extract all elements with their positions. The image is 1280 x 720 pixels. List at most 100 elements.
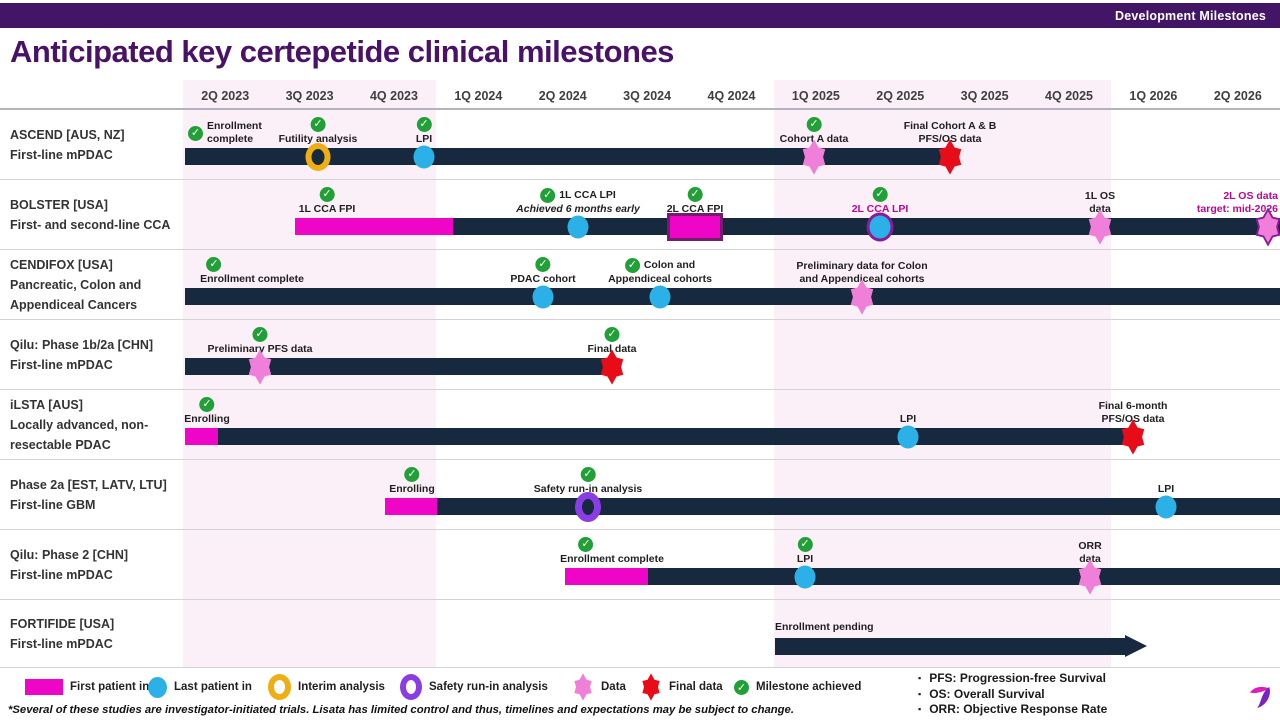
interim-analysis-icon xyxy=(305,143,331,171)
milestone-label-line: Enrollment pending xyxy=(775,621,874,633)
study-row: Qilu: Phase 2 [CHN] First-line mPDAC ✓Enro… xyxy=(0,530,1280,600)
bullet-icon: ▪ xyxy=(918,673,922,683)
abbreviation-item: ▪ OS: Overall Survival xyxy=(918,687,1107,703)
milestone-label: LPI xyxy=(1158,483,1174,496)
milestone-label-line: Appendiceal cohorts xyxy=(608,273,712,285)
study-row-label-line: First-line mPDAC xyxy=(10,147,113,162)
milestone-label-line: PFS/OS data xyxy=(1101,413,1165,425)
milestone-label-line: PFS/OS data xyxy=(918,133,982,145)
milestone-label: ✓2L CCA LPI xyxy=(851,187,909,216)
quarter-header: 1Q 2025 xyxy=(791,89,840,103)
legend-item-label: First patient in xyxy=(70,681,150,693)
study-row: CENDIFOX [USA] Pancreatic, Colon and Appen… xyxy=(0,250,1280,320)
milestone-achieved-check-icon: ✓ xyxy=(578,537,594,552)
milestone-label-line: data xyxy=(1089,203,1111,215)
study-timeline-bar xyxy=(185,358,612,375)
milestone-achieved-check-icon: ✓ xyxy=(188,125,203,141)
study-row: Qilu: Phase 1b/2a [CHN]First-line mPDAC ✓… xyxy=(0,320,1280,390)
study-row-label-line: Locally advanced, non- xyxy=(10,417,149,432)
study-row-label-line: Pancreatic, Colon and xyxy=(10,277,142,292)
legend-item-label: Data xyxy=(601,681,626,693)
quarter-header: 4Q 2025 xyxy=(1045,89,1094,103)
last-patient-in-icon xyxy=(1155,495,1177,519)
study-row: FORTIFIDE [USA]First-line mPDAC Enrollmen… xyxy=(0,600,1280,668)
milestone-label: ✓Enrollment complete xyxy=(560,537,664,566)
abbreviation-list: ▪PFS: Progression-free Survival▪OS: Over… xyxy=(918,671,1107,718)
quarter-header: 4Q 2024 xyxy=(707,89,756,103)
last-patient-in-icon xyxy=(532,285,554,309)
milestone-achieved-check-icon: ✓ xyxy=(872,187,888,202)
first-patient-in-icon xyxy=(667,213,723,241)
abbreviation-text: ORR: Objective Response Rate xyxy=(929,702,1108,716)
milestone-achieved-check-icon: ✓ xyxy=(252,327,268,342)
study-row-label-line: CENDIFOX [USA] xyxy=(10,257,113,272)
milestone-label-line: Enrollment complete xyxy=(200,273,304,285)
legend-item-label: Final data xyxy=(669,681,723,693)
quarter-header: 2Q 2026 xyxy=(1213,89,1262,103)
milestone-achieved-check-icon: ✓ xyxy=(734,679,749,695)
study-row-label: FORTIFIDE [USA]First-line mPDAC xyxy=(10,600,182,667)
legend-item-label: Interim analysis xyxy=(298,681,385,693)
data-star-icon xyxy=(1076,558,1104,597)
study-row: iLSTA [AUS]Locally advanced, non-resecta… xyxy=(0,390,1280,460)
abbreviation-item: ▪ ORR: Objective Response Rate xyxy=(918,702,1107,718)
timeline-arrowhead xyxy=(1125,635,1147,657)
milestone-label-line: 1L CCA FPI xyxy=(298,203,356,215)
data-star-icon xyxy=(800,138,828,177)
quarter-header: 3Q 2023 xyxy=(285,89,334,103)
study-row-label: Phase 2a [EST, LATV, LTU]First-line GBM xyxy=(10,460,182,529)
study-row-label-line: First-line mPDAC xyxy=(10,567,113,582)
milestone-label: ✓2L CCA FPI xyxy=(666,187,724,216)
milestone-label-line: ORR xyxy=(1078,540,1102,552)
last-patient-in-icon xyxy=(866,212,894,242)
lisata-logo xyxy=(1249,686,1270,709)
milestone-label-line: 2L CCA LPI xyxy=(851,203,909,215)
milestone-label-line: Achieved 6 months early xyxy=(516,203,640,215)
study-timeline-bar xyxy=(437,498,1280,515)
milestone-label-line: Preliminary data for Colon xyxy=(796,260,928,272)
last-patient-in-icon xyxy=(794,565,816,589)
milestone-label-line: LPI xyxy=(415,133,433,145)
milestone-label: ✓PDAC cohort xyxy=(510,257,576,286)
interim-analysis-icon xyxy=(268,674,291,700)
bullet-icon: ▪ xyxy=(918,704,922,714)
milestone-label: ✓LPI xyxy=(416,117,432,146)
abbreviation-text: OS: Overall Survival xyxy=(929,686,1045,701)
study-row-label-line: First-line mPDAC xyxy=(10,636,113,651)
data-star-icon xyxy=(572,672,594,702)
milestone-label-line: and Appendiceal cohorts xyxy=(799,273,925,285)
milestone-achieved-check-icon: ✓ xyxy=(806,117,822,132)
legend-item: Data xyxy=(572,672,626,702)
milestone-label: ✓Cohort A data xyxy=(780,117,848,146)
study-row-label-line: BOLSTER [USA] xyxy=(10,197,108,212)
study-row-label: Qilu: Phase 1b/2a [CHN]First-line mPDAC xyxy=(10,320,182,389)
last-patient-in-icon xyxy=(567,215,589,239)
milestone-label-line: complete xyxy=(207,133,254,145)
study-row-label-line: Qilu: Phase 2 [CHN] xyxy=(10,547,129,562)
study-row-label-line: Phase 2a [EST, LATV, LTU] xyxy=(10,477,167,492)
milestone-label-line: 2L CCA FPI xyxy=(666,203,724,215)
legend-item-label: Milestone achieved xyxy=(756,681,862,693)
milestone-achieved-check-icon: ✓ xyxy=(687,187,703,202)
study-row-label-line: Qilu: Phase 1b/2a [CHN] xyxy=(10,337,154,352)
milestone-label: ✓Futility analysis xyxy=(279,117,357,146)
last-patient-in-icon xyxy=(413,145,435,169)
milestone-achieved-check-icon: ✓ xyxy=(416,117,432,132)
milestone-achieved-check-icon: ✓ xyxy=(580,467,596,482)
milestone-label: ✓LPI xyxy=(797,537,813,566)
quarter-header: 1Q 2026 xyxy=(1129,89,1178,103)
last-patient-in-icon xyxy=(897,425,919,449)
bullet-icon: ▪ xyxy=(918,688,922,699)
study-timeline-bar xyxy=(218,428,1133,445)
milestone-achieved-check-icon: ✓ xyxy=(206,257,222,272)
milestone-label-line: Preliminary PFS data xyxy=(207,343,313,355)
quarter-header: 3Q 2025 xyxy=(960,89,1009,103)
milestone-label-line: Final Cohort A & B xyxy=(903,120,997,132)
milestone-label-line: LPI xyxy=(1157,483,1175,495)
milestone-label-line: Enrollment xyxy=(207,120,262,132)
